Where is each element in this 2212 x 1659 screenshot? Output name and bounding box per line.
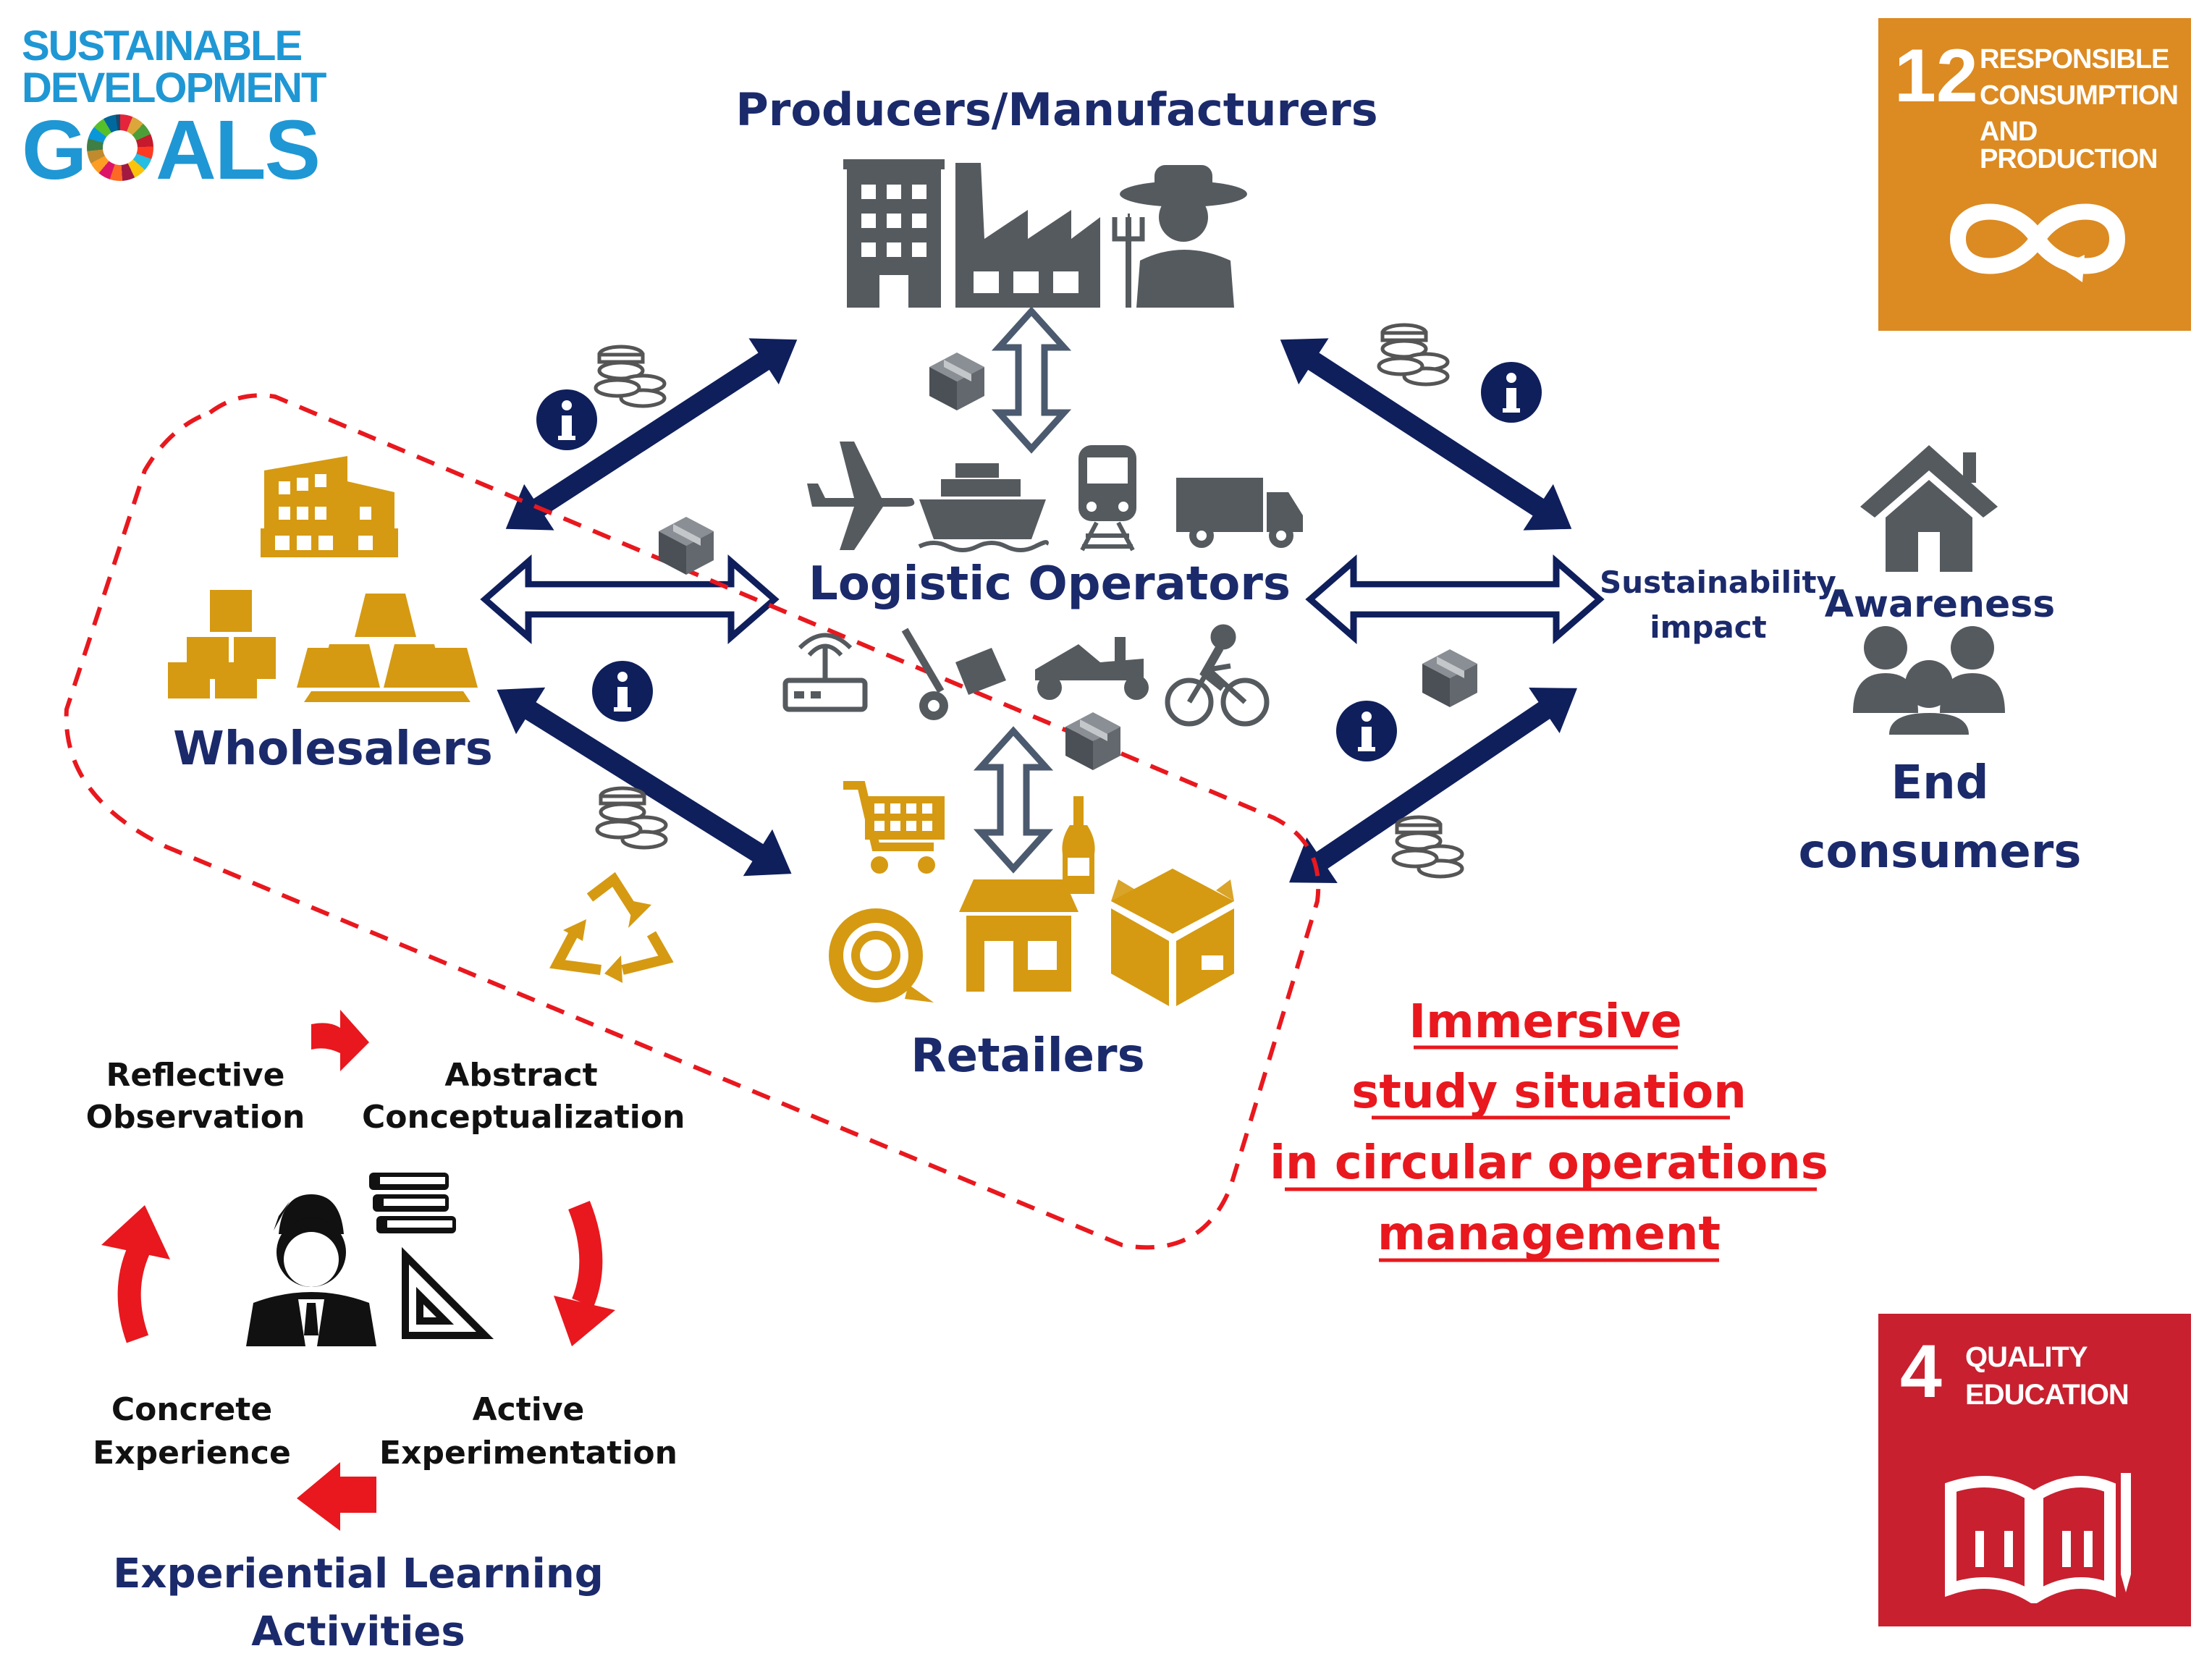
cycle-arrow-up (101, 1205, 170, 1343)
sdg4-line1: QUALITY (1965, 1341, 2088, 1373)
coins-icon (596, 347, 664, 406)
cycle-arrow-down (554, 1201, 615, 1346)
sdg4-line2: EDUCATION (1965, 1379, 2129, 1411)
abstract-label-1: Abstract (444, 1057, 598, 1094)
arrow-wholesalers-producers (491, 316, 812, 552)
truck-icon (1176, 478, 1303, 548)
farmer-icon (1112, 165, 1247, 308)
sdg4-tile: 4 QUALITY EDUCATION (1878, 1314, 2191, 1626)
active-label-2: Experimentation (379, 1435, 677, 1472)
sdg4-number: 4 (1900, 1330, 1942, 1414)
package-icon (1422, 649, 1477, 707)
info-icon (536, 389, 597, 450)
awareness-label: Awareness (1824, 583, 2056, 626)
package-icon (929, 353, 984, 410)
wholesalers-label: Wholesalers (173, 722, 493, 776)
reflective-label-1: Reflective (106, 1057, 285, 1094)
immersive-underlines (1285, 1045, 1817, 1262)
sustainability-label-2: impact (1650, 609, 1767, 645)
book-icon (1945, 1473, 2131, 1603)
logo-line3-rest: ALS (156, 103, 321, 197)
abstract-label-2: Conceptualization (362, 1099, 685, 1136)
plane-icon (807, 442, 915, 550)
info-icon (1336, 701, 1397, 761)
hand-truck-icon (901, 628, 1006, 720)
people-icon (1853, 626, 2005, 735)
scooter-icon (1035, 637, 1149, 700)
logo-line1: SUSTAINABLE (22, 22, 303, 69)
logo-line3-g: G (22, 103, 88, 197)
factory-icon (955, 163, 1100, 308)
concrete-label-1: Concrete (111, 1391, 273, 1428)
bicycle-icon (1165, 624, 1270, 727)
sdg12-line3: AND PRODUCTION (1980, 117, 2158, 174)
info-icon (1481, 362, 1542, 423)
shop-icon (959, 879, 1078, 992)
coins-icon (1393, 817, 1462, 877)
info-icon (592, 661, 653, 722)
books-icon (369, 1173, 456, 1233)
sdg12-line2: CONSUMPTION (1980, 80, 2179, 111)
warehouse-icon (261, 456, 398, 557)
router-icon (782, 633, 868, 712)
end-consumers-label-2: consumers (1798, 825, 2082, 879)
arrow-logistic-consumers (1310, 562, 1600, 638)
train-icon (1078, 445, 1136, 552)
cycle-arrow-left (297, 1462, 376, 1531)
package-icon (659, 517, 714, 575)
cycle-title-2: Activities (251, 1608, 465, 1655)
arrow-logistic-retailers (981, 731, 1046, 869)
immersive-line4: management (1377, 1207, 1721, 1261)
arrow-producers-logistic (999, 311, 1064, 449)
building-icon (843, 159, 945, 308)
sdg12-tile: 12 RESPONSIBLE CONSUMPTION AND PRODUCTIO… (1878, 18, 2191, 331)
sdg-wheel-icon (87, 114, 153, 181)
coins-icon (1379, 325, 1448, 384)
bottle-icon (1062, 796, 1095, 894)
sdg12-line1: RESPONSIBLE (1980, 44, 2169, 75)
cycle-title-1: Experiential Learning (113, 1550, 604, 1597)
sustainability-label-1: Sustainability (1600, 565, 1836, 600)
recycle-icon (549, 871, 674, 983)
producers-label: Producers/Manufacturers (735, 83, 1378, 136)
active-label-1: Active (472, 1391, 585, 1428)
package-icon (1065, 712, 1120, 770)
ship-icon (918, 463, 1049, 552)
sdg-logo: SUSTAINABLE DEVELOPMENT G ALS (22, 22, 333, 197)
immersive-boundary (64, 393, 1321, 1250)
set-square-icon (402, 1246, 494, 1339)
arrow-wholesalers-logistic (485, 562, 774, 638)
cycle-arrow-right (311, 1010, 369, 1071)
infinity-icon (1949, 203, 2126, 282)
sdg12-number: 12 (1894, 34, 1978, 118)
immersive-line1: Immersive (1409, 995, 1682, 1049)
gold-bars-icon (297, 594, 478, 702)
boxes-icon (168, 590, 276, 698)
shopping-cart-icon (843, 781, 945, 874)
open-box-icon (1111, 869, 1234, 1006)
retailers-label: Retailers (911, 1029, 1145, 1083)
logistic-label: Logistic Operators (809, 557, 1291, 611)
concrete-label-2: Experience (93, 1435, 291, 1472)
onion-icon (829, 908, 934, 1002)
student-icon (246, 1194, 376, 1346)
immersive-line2: study situation (1351, 1065, 1747, 1119)
logo-line2: DEVELOPMENT (22, 64, 326, 111)
house-icon (1860, 445, 1998, 572)
immersive-line3: in circular operations (1270, 1136, 1828, 1190)
end-consumers-label-1: End (1891, 756, 1989, 810)
reflective-label-2: Observation (85, 1099, 305, 1136)
